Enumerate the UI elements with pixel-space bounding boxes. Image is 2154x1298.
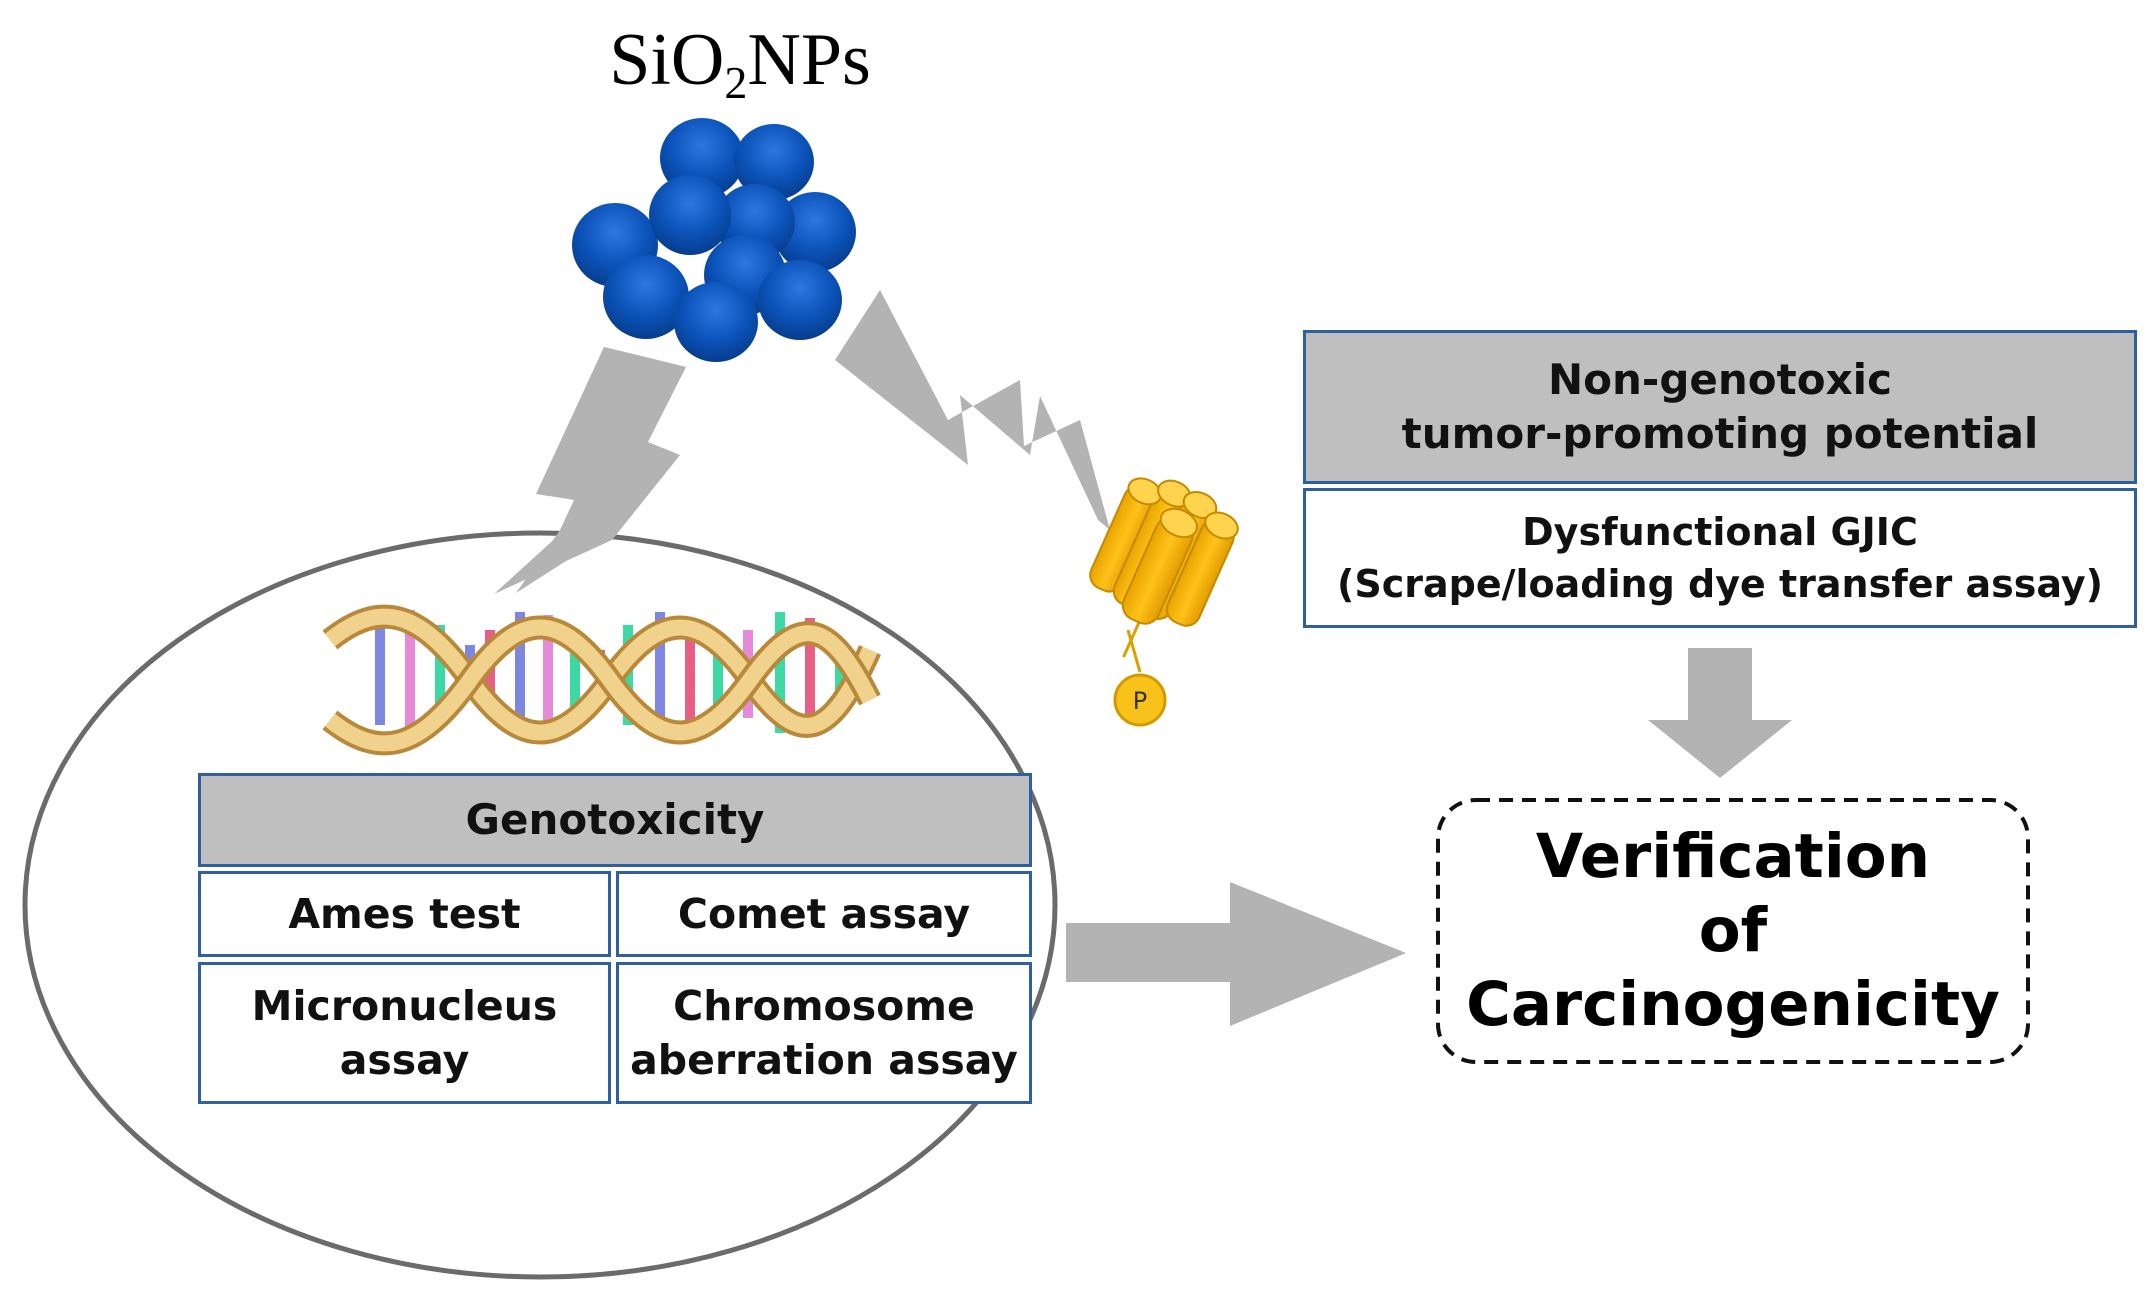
- genotoxicity-header-text: Genotoxicity: [465, 795, 765, 844]
- assay-cell-ames: Ames test: [198, 871, 611, 957]
- assay-label: Comet assay: [677, 890, 971, 938]
- gjic-assay-label: (Scrape/loading dye transfer assay): [1337, 562, 2103, 606]
- assay-cell-chromosome: Chromosome aberration assay: [616, 962, 1032, 1104]
- dna-strand-front-fill: [325, 619, 878, 752]
- right-arrow-icon: [1066, 882, 1406, 1026]
- lightning-bolt-icon: [835, 290, 1110, 530]
- phosphate-label: P: [1133, 687, 1147, 715]
- verification-line: Carcinogenicity: [1466, 969, 2000, 1040]
- verification-line: of: [1698, 895, 1768, 966]
- non-genotoxic-header: Non-genotoxic tumor-promoting potential: [1303, 330, 2137, 484]
- assay-label: Micronucleus: [251, 982, 558, 1030]
- verification-dashed-border: [1436, 798, 2030, 1064]
- phospho-link: [1126, 629, 1142, 673]
- assay-label: Ames test: [288, 890, 521, 938]
- phosphate-icon: [1113, 673, 1167, 727]
- title-main: SiO: [609, 19, 725, 101]
- non-genotoxic-detail: Dysfunctional GJIC (Scrape/loading dye t…: [1303, 488, 2137, 628]
- verification-box: Verification of Carcinogenicity: [1438, 800, 2028, 1062]
- page-title: SiO2NPs: [560, 18, 920, 109]
- verification-line: Verification: [1535, 821, 1931, 892]
- title-suffix: NPs: [747, 19, 871, 101]
- lightning-bolt-icon: [494, 347, 686, 594]
- assay-cell-micronucleus: Micronucleus assay: [198, 962, 611, 1104]
- non-genotoxic-header-line: tumor-promoting potential: [1401, 409, 2039, 458]
- genotoxicity-header: Genotoxicity: [198, 773, 1032, 867]
- cell-membrane: [22, 530, 1058, 1280]
- nanoparticle-cluster-icon: [572, 118, 856, 362]
- assay-label: assay: [339, 1036, 470, 1084]
- title-subscript: 2: [724, 57, 748, 108]
- gjic-label: Dysfunctional GJIC: [1522, 510, 1918, 554]
- down-arrow-icon: [1648, 648, 1792, 778]
- assay-label: Chromosome: [673, 982, 975, 1030]
- non-genotoxic-header-line: Non-genotoxic: [1548, 355, 1892, 404]
- gap-junction-channel-icon: [1089, 477, 1239, 658]
- assay-cell-comet: Comet assay: [616, 871, 1032, 957]
- dna-helix-icon: [322, 604, 881, 756]
- assay-label: aberration assay: [630, 1036, 1018, 1084]
